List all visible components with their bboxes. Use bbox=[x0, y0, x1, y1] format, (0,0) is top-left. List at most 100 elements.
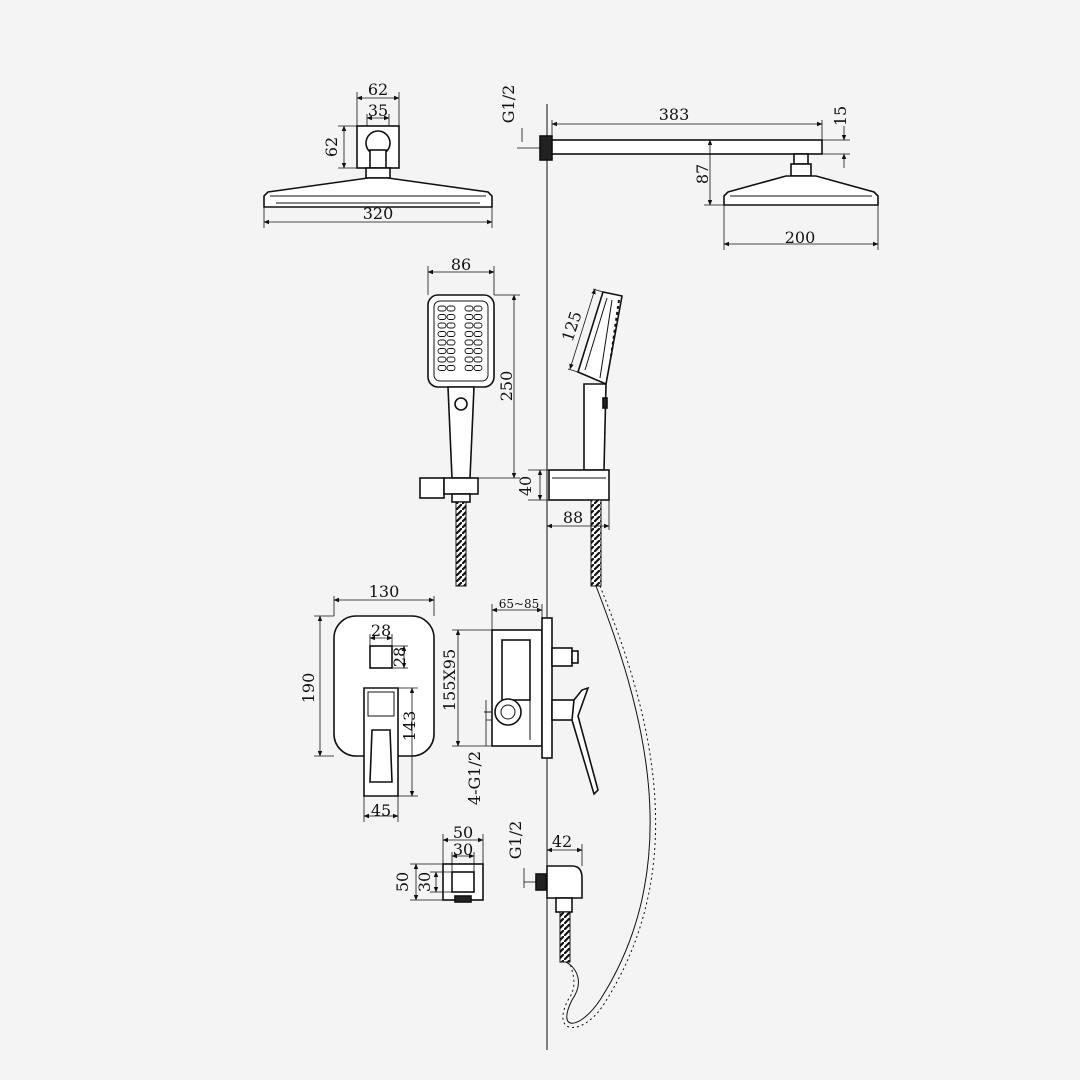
hose-segment bbox=[455, 501, 467, 587]
diverter-button bbox=[369, 645, 393, 669]
nozzle bbox=[464, 305, 474, 312]
dim-label: 4-G1/2 bbox=[465, 751, 484, 805]
dim-label: 250 bbox=[497, 371, 516, 402]
dimension-86: 86 bbox=[427, 255, 495, 295]
nozzle bbox=[446, 314, 456, 320]
dim-label: 65~85 bbox=[499, 597, 540, 611]
arm-wall-flange bbox=[539, 135, 553, 161]
nozzle bbox=[446, 305, 456, 312]
dimension-143: 143 bbox=[398, 687, 419, 797]
nozzle bbox=[446, 331, 456, 337]
dimension-50-height: 50 bbox=[393, 863, 443, 901]
dimension-383: 383 bbox=[551, 105, 823, 140]
hand-shower-side-head bbox=[577, 291, 623, 386]
dimension-190: 190 bbox=[299, 615, 334, 757]
nozzle bbox=[437, 314, 447, 320]
nozzle bbox=[464, 331, 474, 337]
flexible-hose bbox=[565, 585, 651, 1024]
shower-arm-side-view: G1/2 383 15 87 200 bbox=[499, 85, 879, 250]
dimension-4-G1/2: 4-G1/2 bbox=[465, 700, 492, 805]
nozzle bbox=[446, 365, 456, 371]
dim-label: 190 bbox=[299, 673, 318, 704]
dimension-40: 40 bbox=[516, 469, 549, 501]
diverter-spindle bbox=[551, 647, 573, 667]
dim-label: 88 bbox=[563, 508, 583, 527]
dimension-155X95: 155X95 bbox=[440, 629, 492, 747]
side-head-plate bbox=[723, 175, 879, 206]
dimension-30-height: 30 bbox=[415, 871, 452, 893]
hand-shower-side-view: 125 40 88 bbox=[516, 288, 623, 587]
nozzle bbox=[473, 322, 483, 329]
dim-label: 86 bbox=[451, 255, 471, 274]
dim-label: 125 bbox=[558, 309, 586, 344]
dim-label: 50 bbox=[393, 872, 412, 892]
dim-label: 45 bbox=[371, 801, 391, 820]
dim-label: 200 bbox=[785, 228, 816, 247]
dimension-87: 87 bbox=[693, 139, 724, 206]
valve-lever bbox=[571, 686, 599, 796]
dim-label: 143 bbox=[400, 711, 419, 742]
dimension-62-top: 62 bbox=[356, 80, 400, 126]
swivel-neck bbox=[369, 149, 387, 169]
dim-label: 50 bbox=[453, 823, 473, 842]
dim-label: 28 bbox=[390, 647, 409, 667]
hose-connector-thread bbox=[559, 911, 571, 963]
head-connector bbox=[365, 167, 391, 179]
shower-arm bbox=[551, 139, 823, 155]
outlet-opening bbox=[451, 871, 475, 893]
overhead-shower-head-front-view: 62 35 62 320 bbox=[263, 80, 493, 228]
inlet-port bbox=[494, 698, 522, 726]
nozzle bbox=[446, 356, 456, 363]
nozzle bbox=[446, 348, 456, 354]
concealed-valve-side-view: 65~85 155X95 4-G1/2 bbox=[440, 597, 599, 805]
nozzle bbox=[473, 356, 483, 363]
dimension-15: 15 bbox=[822, 106, 850, 168]
dimension-65~85: 65~85 bbox=[491, 597, 543, 630]
dimension-35: 35 bbox=[366, 101, 390, 126]
nozzle bbox=[464, 322, 474, 329]
dim-label: 383 bbox=[659, 105, 690, 124]
dimension-G1/2-outlet: G1/2 bbox=[506, 821, 536, 888]
dimension-50-width: 50 bbox=[442, 823, 484, 864]
dimension-45: 45 bbox=[363, 796, 399, 822]
nozzle bbox=[464, 314, 474, 320]
nozzle bbox=[473, 314, 483, 320]
dimension-200: 200 bbox=[723, 205, 879, 250]
dim-label: 320 bbox=[363, 204, 394, 223]
outlet-body bbox=[546, 865, 583, 899]
dimension-88: 88 bbox=[546, 500, 610, 530]
dimension-28-width: 28 bbox=[369, 621, 393, 646]
dim-label: 35 bbox=[368, 101, 388, 120]
dim-label: 15 bbox=[831, 106, 850, 126]
dim-label: 40 bbox=[516, 476, 535, 496]
arm-head-connector bbox=[790, 163, 812, 177]
nozzle bbox=[437, 356, 447, 363]
valve-flange bbox=[541, 617, 553, 759]
dim-label: 42 bbox=[552, 832, 572, 851]
dim-label: 30 bbox=[453, 840, 473, 859]
dim-label: 30 bbox=[415, 872, 434, 892]
nozzle bbox=[437, 348, 447, 354]
hand-shower-side-handle bbox=[583, 383, 607, 471]
nozzle bbox=[446, 339, 456, 346]
wall-outlet-front-view: 50 30 50 30 bbox=[393, 823, 484, 903]
dim-label: 62 bbox=[368, 80, 388, 99]
dimension-62-side: 62 bbox=[322, 125, 357, 169]
nozzle bbox=[464, 339, 474, 346]
dimension-320: 320 bbox=[263, 204, 493, 228]
dimension-42: 42 bbox=[546, 832, 583, 866]
dim-label: 62 bbox=[322, 137, 341, 157]
nozzle bbox=[464, 356, 474, 363]
mixer-faceplate-front-view: 130 190 28 28 143 bbox=[299, 582, 435, 822]
holder-block bbox=[419, 477, 445, 499]
nozzle bbox=[446, 322, 456, 329]
head-plate bbox=[263, 177, 493, 208]
dimension-250: 250 bbox=[478, 294, 520, 479]
nozzle bbox=[437, 322, 447, 329]
nozzle bbox=[437, 339, 447, 346]
nozzle bbox=[437, 331, 447, 337]
nozzle bbox=[437, 305, 447, 312]
dim-label: 155X95 bbox=[440, 649, 459, 711]
hose-segment-side bbox=[590, 499, 602, 587]
